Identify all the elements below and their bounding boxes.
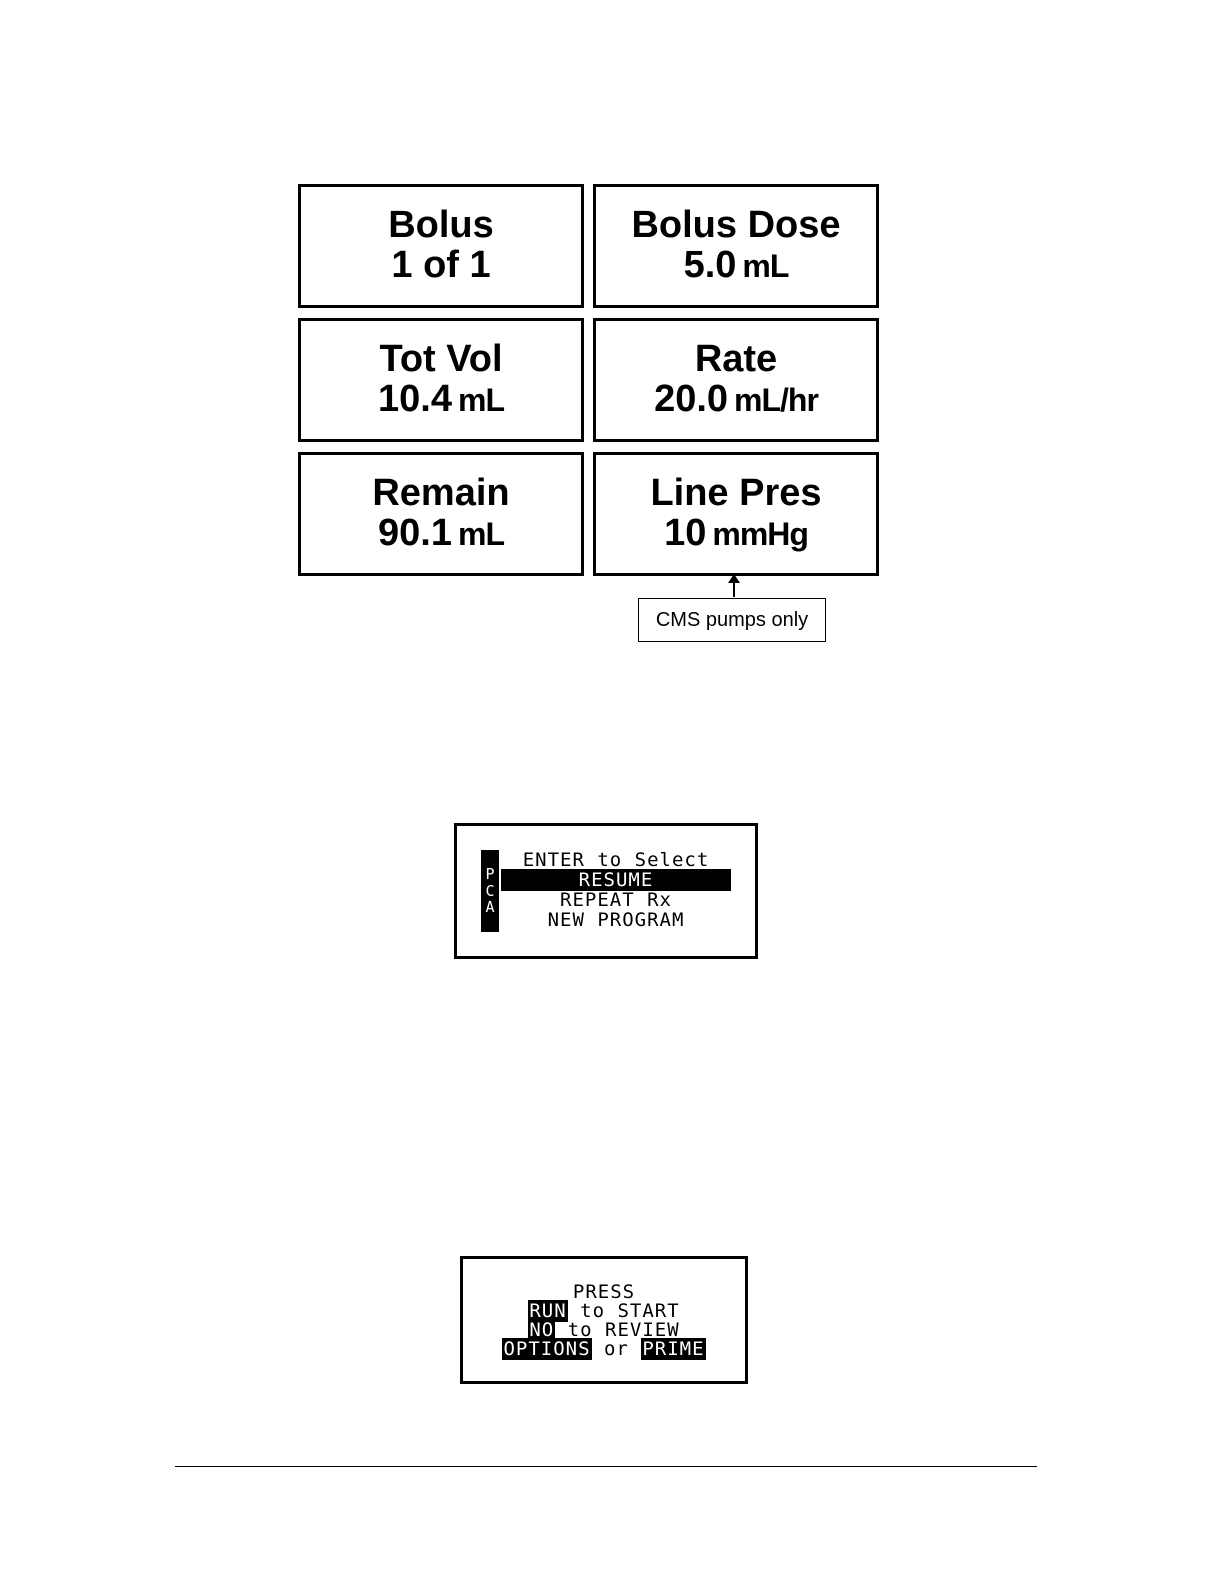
cell-label: Remain bbox=[372, 474, 509, 514]
cell-value: 10.4 bbox=[378, 378, 452, 420]
cell-unit: mL/hr bbox=[734, 382, 818, 418]
menu-item-resume[interactable]: RESUME bbox=[501, 869, 731, 891]
cell-value: 90.1 bbox=[378, 512, 452, 554]
callout-note: CMS pumps only bbox=[638, 598, 826, 642]
prompt-options-line: OPTIONS or PRIME bbox=[463, 1338, 745, 1360]
callout-connector bbox=[733, 582, 735, 597]
cell-label: Rate bbox=[695, 340, 777, 380]
prompt-text: or bbox=[592, 1338, 642, 1360]
start-prompt-screen: PRESS RUN to START NO to REVIEW OPTIONS … bbox=[460, 1256, 748, 1384]
menu-title: ENTER to Select bbox=[501, 849, 731, 871]
cell-unit: mL bbox=[742, 248, 788, 284]
cell-value: 20.0 bbox=[654, 378, 728, 420]
pca-menu-screen: P C A ENTER to Select RESUME REPEAT Rx N… bbox=[454, 823, 758, 959]
cell-value: 1 of 1 bbox=[391, 244, 490, 286]
pca-mode-label: P C A bbox=[481, 850, 499, 932]
cell-unit: mL bbox=[458, 382, 504, 418]
pca-letter: P bbox=[485, 866, 494, 883]
prime-key[interactable]: PRIME bbox=[641, 1338, 705, 1360]
cell-value: 5.0 bbox=[684, 244, 737, 286]
cell-label: Line Pres bbox=[650, 474, 821, 514]
pca-letter: C bbox=[485, 883, 494, 900]
cell-unit: mL bbox=[458, 516, 504, 552]
cell-label: Bolus Dose bbox=[631, 206, 840, 246]
cell-unit: mmHg bbox=[712, 516, 808, 552]
menu-item-repeat-rx[interactable]: REPEAT Rx bbox=[501, 889, 731, 911]
cell-value: 10 bbox=[664, 512, 706, 554]
footer-rule bbox=[175, 1466, 1037, 1467]
cell-label: Bolus bbox=[388, 206, 494, 246]
cell-label: Tot Vol bbox=[379, 340, 502, 380]
bolus-count-cell: Bolus 1 of 1 bbox=[298, 184, 584, 308]
menu-item-new-program[interactable]: NEW PROGRAM bbox=[501, 909, 731, 931]
options-key[interactable]: OPTIONS bbox=[502, 1338, 591, 1360]
pca-letter: A bbox=[485, 899, 494, 916]
